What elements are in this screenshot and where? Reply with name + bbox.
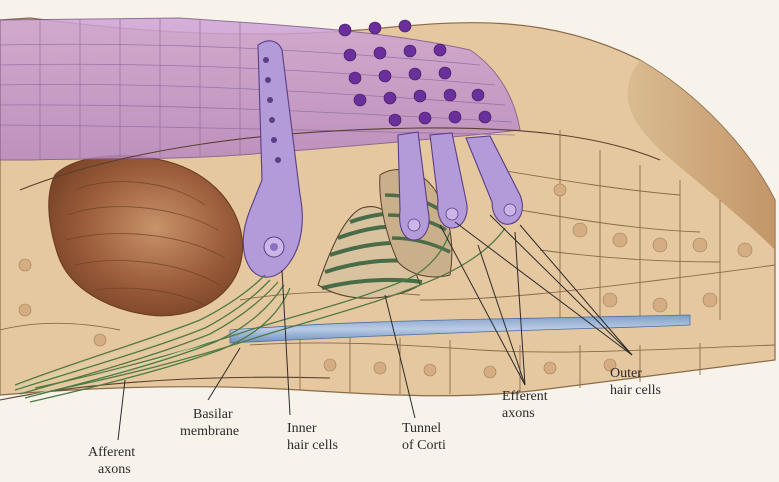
organ-of-corti-diagram: Afferent axons Basilar membrane Inner ha… bbox=[0, 0, 779, 482]
